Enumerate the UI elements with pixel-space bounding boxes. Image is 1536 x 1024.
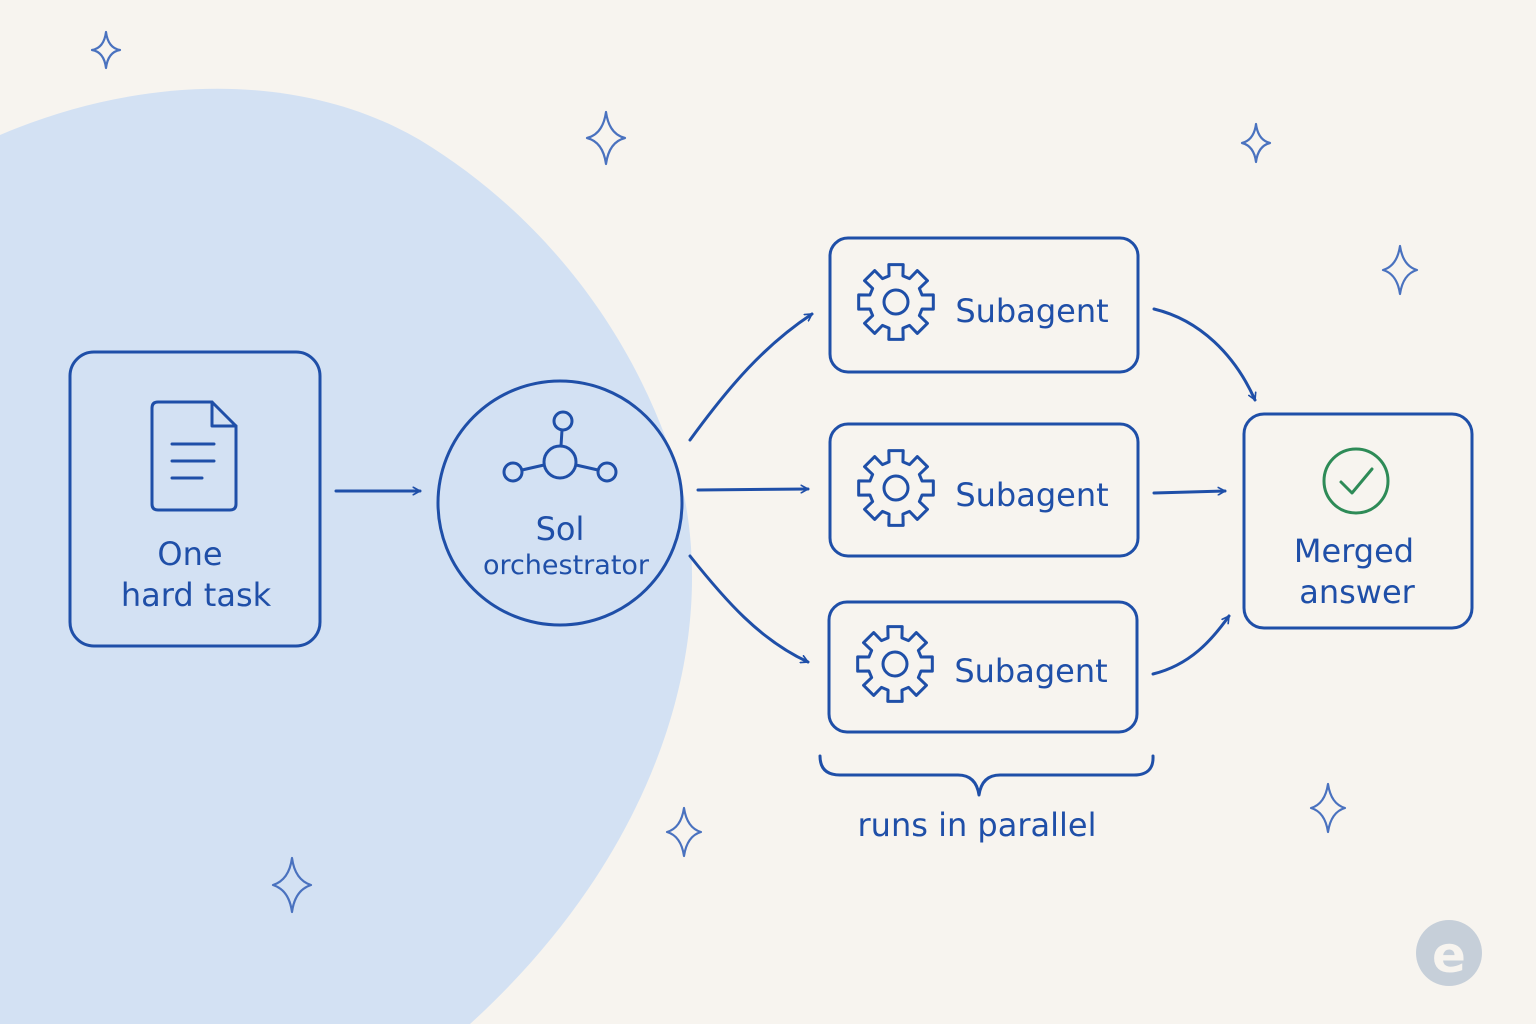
subagent-box [827, 600, 1139, 734]
task-node: One hard task [68, 350, 322, 648]
merged-node: Merged answer [1242, 412, 1474, 630]
sparkle-icon [1240, 122, 1272, 164]
check-circle-icon [1322, 447, 1390, 515]
orchestrator-label-line1: Sol [536, 510, 585, 548]
gear-icon [857, 263, 935, 341]
subagent-node-3: Subagent [827, 600, 1139, 734]
subagent-label: Subagent [955, 476, 1108, 514]
subagent-label: Subagent [954, 652, 1107, 690]
arrow-subagent-2-to-merged [1152, 491, 1227, 493]
orchestrator-circle [436, 379, 684, 627]
parallel-brace [818, 754, 1155, 797]
gear-icon [856, 625, 934, 703]
task-box [68, 350, 322, 648]
subagent-node-2: Subagent [828, 422, 1140, 558]
sparkle-icon [90, 30, 122, 70]
network-hub-icon [502, 410, 618, 483]
arrow-orchestrator-to-subagent-1 [688, 312, 814, 442]
orchestrator-label-line2: orchestrator [483, 550, 650, 581]
task-label-line1: One [157, 535, 222, 573]
background-blob [0, 88, 693, 1024]
merged-box [1242, 412, 1474, 630]
sparkle-icon [665, 806, 703, 858]
parallel-caption: runs in parallel [858, 806, 1097, 844]
sparkle-icon [1381, 244, 1419, 296]
orchestrator-node: Sol orchestrator [436, 379, 684, 627]
merged-label-line1: Merged [1294, 532, 1414, 570]
sparkle-icon [1309, 782, 1347, 834]
document-icon [150, 400, 238, 512]
subagent-box [828, 236, 1140, 374]
sparkle-icon [585, 110, 627, 166]
arrow-subagent-1-to-merged [1152, 307, 1255, 402]
merged-label-line2: answer [1299, 573, 1415, 611]
arrow-subagent-3-to-merged [1151, 614, 1231, 676]
brand-logo-icon: e [1416, 920, 1482, 986]
subagent-box [828, 422, 1140, 558]
arrow-orchestrator-to-subagent-2 [696, 489, 810, 490]
subagent-label: Subagent [955, 292, 1108, 330]
sparkles [90, 30, 1419, 914]
arrow-orchestrator-to-subagent-3 [688, 554, 810, 664]
subagent-node-1: Subagent [828, 236, 1140, 374]
sparkle-icon [271, 856, 313, 914]
brand-logo-letter: e [1432, 926, 1466, 984]
task-label-line2: hard task [121, 576, 272, 614]
gear-icon [857, 449, 935, 527]
